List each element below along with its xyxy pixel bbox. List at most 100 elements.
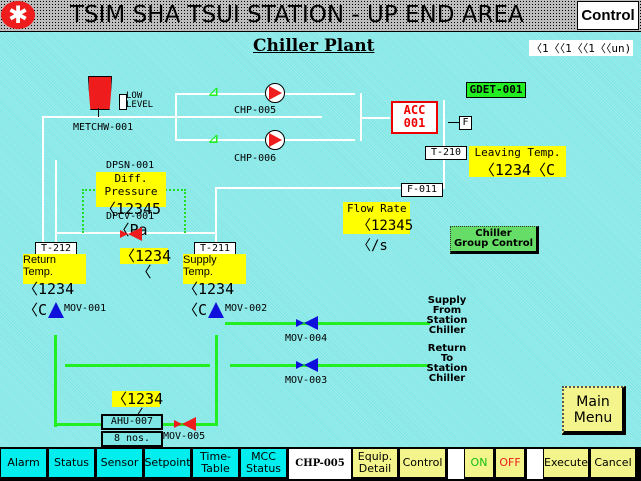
return-temp-reading[interactable]: Return Temp. 〈1234〈C: [23, 254, 86, 319]
mtr-logo-icon: ✱: [1, 1, 35, 29]
button-label: OFF: [499, 456, 521, 469]
button-label: Status: [53, 456, 90, 469]
leaving-temp-reading[interactable]: Leaving Temp. 〈1234〈C: [469, 146, 566, 179]
button-label: Equip. Detail: [357, 450, 393, 475]
pipe: [42, 116, 44, 246]
button-label: ON: [470, 456, 488, 469]
supply-temp-label: Supply Temp.: [183, 254, 217, 278]
unit-id: 〈1〈〈1〈〈1〈〈un): [529, 40, 634, 56]
valve-label: MOV-001: [64, 303, 107, 314]
time-table-button[interactable]: Time- Table: [193, 449, 240, 479]
valve-label: MOV-003: [285, 375, 328, 386]
chiller-acc-001[interactable]: ACC 001: [391, 101, 438, 134]
chiller-line1: ACC: [403, 103, 426, 117]
ahu-value: 〈1234〈: [112, 390, 164, 423]
dpcv-label: DPCV-001: [106, 211, 155, 222]
pump-chp-005-icon[interactable]: [265, 83, 285, 103]
pipe: [42, 116, 322, 118]
sensor-button[interactable]: Sensor: [97, 449, 144, 479]
pipe: [215, 335, 218, 426]
gas-detector[interactable]: GDET-001: [466, 82, 526, 98]
diff-pressure-reading[interactable]: Diff. Pressure 〈12345〈Pa: [96, 172, 166, 239]
valve-label: MOV-004: [285, 333, 328, 344]
pipe: [362, 117, 390, 119]
return-temp-value: 〈1234〈C: [23, 280, 75, 319]
tank-id: METCHW-001: [73, 122, 134, 133]
pump-label: CHP-006: [234, 153, 277, 164]
chiller-group-control-button[interactable]: Chiller Group Control: [450, 226, 539, 254]
mov-005-valve-icon[interactable]: [174, 417, 198, 431]
pipe: [175, 93, 177, 140]
pipe: [215, 187, 445, 189]
station-title: TSIM SHA TSUI STATION - UP END AREA: [70, 2, 524, 28]
flow-rate-value: 〈12345〈/s: [357, 218, 414, 254]
tank-connector: [98, 108, 99, 117]
execute-button[interactable]: Execute: [544, 449, 590, 479]
supply-temp-reading[interactable]: Supply Temp. 〈1234〈C: [183, 254, 246, 319]
dpcv-valve-icon[interactable]: [120, 227, 144, 241]
alarm-button[interactable]: Alarm: [1, 449, 48, 479]
low-level-label: LOW LEVEL: [126, 91, 154, 110]
button-label: Alarm: [7, 456, 40, 469]
fcu-box[interactable]: 8 nos. FCU: [101, 431, 163, 456]
mov-004-valve-icon[interactable]: [296, 316, 322, 330]
sensor-f-011[interactable]: F-011: [401, 183, 443, 197]
valve-label: MOV-005: [163, 431, 206, 442]
flow-rate-label: Flow Rate: [347, 202, 407, 215]
spacer: [448, 449, 464, 479]
leaving-temp-label: Leaving Temp.: [474, 146, 561, 159]
dpcv-value: 〈1234〈: [120, 247, 172, 281]
button-label: Setpoint: [144, 456, 191, 469]
connector: [448, 122, 460, 123]
ahu-007-box[interactable]: AHU-007: [101, 414, 163, 430]
button-label: Time- Table: [200, 450, 231, 475]
cancel-button[interactable]: Cancel: [591, 449, 637, 479]
tank-icon[interactable]: [88, 76, 112, 110]
button-label: Cancel: [594, 456, 632, 469]
mov-001-valve-icon[interactable]: [48, 302, 64, 318]
button-label: Control: [402, 456, 443, 469]
button-label: Execute: [544, 456, 588, 469]
diff-pressure-label: Diff. Pressure: [104, 172, 158, 198]
flow-rate-reading[interactable]: Flow Rate 〈12345〈/s: [343, 202, 413, 254]
supply-temp-value: 〈1234〈C: [183, 280, 235, 319]
off-button[interactable]: OFF: [496, 449, 526, 479]
pipe: [225, 322, 430, 325]
control-tab-button[interactable]: Control: [400, 449, 447, 479]
strainer-icon: ⊿: [208, 85, 219, 100]
pipe: [443, 100, 445, 188]
return-to-station-chiller-label: Return To Station Chiller: [426, 343, 468, 384]
sensor-t-211[interactable]: T-211: [194, 242, 236, 256]
setpoint-button[interactable]: Setpoint: [144, 449, 192, 479]
button-label: Sensor: [100, 456, 139, 469]
main-menu-label: Main Menu: [573, 393, 613, 426]
title-bar: [0, 0, 641, 32]
chiller-flag: F: [459, 116, 472, 130]
leaving-temp-value: 〈1234〈C: [479, 161, 556, 179]
return-temp-label: Return Temp.: [23, 254, 57, 278]
button-label: MCC Status: [245, 450, 282, 475]
status-button[interactable]: Status: [49, 449, 96, 479]
mov-003-valve-icon[interactable]: [296, 358, 322, 372]
pipe: [55, 160, 57, 246]
sensor-t-210[interactable]: T-210: [425, 146, 467, 160]
button-label: CHP-005: [295, 458, 345, 469]
dpsn-label: DPSN-001: [106, 160, 155, 171]
supply-from-station-chiller-label: Supply From Station Chiller: [426, 295, 468, 336]
valve-label: MOV-002: [225, 303, 268, 314]
pipe: [55, 160, 57, 162]
pipe: [215, 187, 217, 245]
pump-chp-006-icon[interactable]: [265, 130, 285, 150]
selected-equipment: CHP-005: [289, 449, 351, 479]
on-button[interactable]: ON: [465, 449, 495, 479]
main-menu-button[interactable]: Main Menu: [562, 386, 626, 435]
strainer-icon: ⊿: [208, 132, 219, 147]
pipe: [54, 335, 57, 427]
control-button[interactable]: Control: [577, 1, 639, 30]
pipe: [65, 364, 210, 367]
equip-detail-button[interactable]: Equip. Detail: [353, 449, 399, 479]
mcc-status-button[interactable]: MCC Status: [241, 449, 288, 479]
pipe: [54, 423, 102, 426]
mov-002-valve-icon[interactable]: [208, 302, 224, 318]
pipe: [360, 93, 362, 141]
